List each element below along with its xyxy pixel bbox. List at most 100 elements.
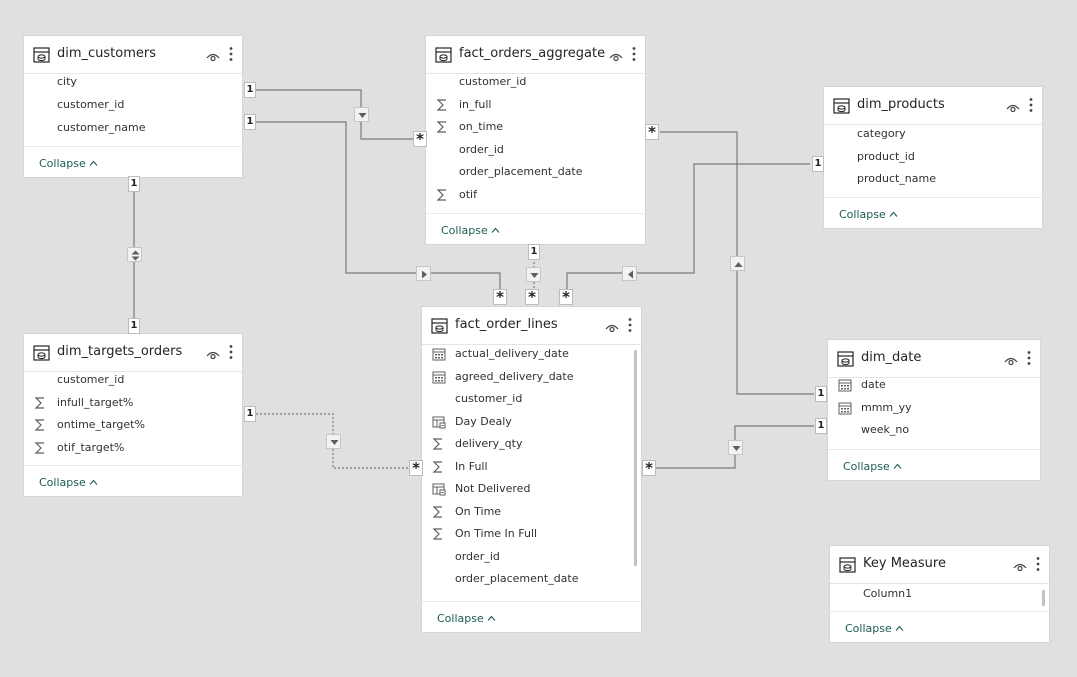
table-header[interactable]: dim_date	[828, 340, 1040, 378]
field-row[interactable]: product_id	[824, 147, 1030, 167]
collapse-button[interactable]: Collapse	[839, 207, 898, 221]
filter-direction-icon[interactable]	[729, 255, 745, 271]
relationship-line[interactable]	[256, 121, 501, 292]
field-row[interactable]: week_no	[828, 420, 1028, 440]
field-row[interactable]: customer_name	[24, 118, 230, 138]
filter-direction-icon[interactable]	[325, 433, 341, 449]
eye-icon[interactable]	[1006, 99, 1020, 113]
table-header[interactable]: dim_products	[824, 87, 1042, 125]
field-row[interactable]: Day Dealy	[422, 412, 629, 432]
eye-icon[interactable]	[1004, 352, 1018, 366]
field-row[interactable]: customer_id	[422, 389, 629, 409]
relationship-line[interactable]	[256, 89, 414, 140]
more-options-icon[interactable]	[632, 46, 636, 62]
more-options-icon[interactable]	[229, 344, 233, 360]
filter-direction-icon[interactable]	[621, 265, 637, 281]
field-row[interactable]: mmm_yy	[828, 398, 1028, 418]
more-options-icon[interactable]	[229, 46, 233, 62]
collapse-button[interactable]: Collapse	[845, 621, 904, 635]
sigma-icon	[432, 505, 446, 519]
field-row[interactable]: on_time	[426, 117, 633, 137]
cardinality-many: *	[493, 289, 507, 305]
filter-direction-icon[interactable]	[525, 266, 541, 282]
chevron-up-icon	[895, 621, 904, 631]
field-row[interactable]: On Time In Full	[422, 524, 629, 544]
more-options-icon[interactable]	[1027, 350, 1031, 366]
sigma-icon	[432, 437, 446, 451]
filter-direction-icon[interactable]	[727, 439, 743, 455]
field-row[interactable]: in_full	[426, 95, 633, 115]
filter-direction-icon[interactable]	[353, 106, 369, 122]
field-row[interactable]: otif	[426, 185, 633, 205]
table-title: dim_products	[857, 97, 945, 112]
collapse-button[interactable]: Collapse	[843, 459, 902, 473]
field-row[interactable]: order_id	[422, 547, 629, 567]
collapse-button[interactable]: Collapse	[437, 611, 496, 625]
eye-icon[interactable]	[605, 319, 619, 333]
field-row[interactable]: order_id	[426, 140, 633, 160]
cardinality-one: 1	[244, 114, 256, 130]
field-row[interactable]: category	[824, 124, 1030, 144]
field-row[interactable]: actual_delivery_date	[422, 344, 629, 364]
table-header[interactable]: fact_orders_aggregate	[426, 36, 645, 74]
filter-direction-icon[interactable]	[126, 246, 142, 262]
field-row[interactable]: ontime_target%	[24, 415, 230, 435]
field-row[interactable]: Column1	[830, 584, 1037, 604]
field-row[interactable]: infull_target%	[24, 393, 230, 413]
collapse-button[interactable]: Collapse	[39, 156, 98, 170]
field-row[interactable]: On Time	[422, 502, 629, 522]
table-header[interactable]: dim_customers	[24, 36, 242, 74]
field-row[interactable]: Not Delivered	[422, 479, 629, 499]
calendar-icon	[838, 378, 852, 392]
field-label: mmm_yy	[861, 400, 912, 414]
field-row[interactable]: otif_target%	[24, 438, 230, 458]
field-label: customer_id	[459, 75, 527, 88]
cardinality-many: *	[642, 460, 656, 476]
field-label: order_placement_date	[459, 165, 583, 178]
field-label: in_full	[459, 97, 492, 111]
more-options-icon[interactable]	[1029, 97, 1033, 113]
eye-icon[interactable]	[609, 48, 623, 62]
calendar-icon	[432, 370, 446, 384]
table-header[interactable]: fact_order_lines	[422, 307, 641, 345]
collapse-button[interactable]: Collapse	[441, 223, 500, 237]
field-row[interactable]: customer_id	[24, 95, 230, 115]
table-header[interactable]: dim_targets_orders	[24, 334, 242, 372]
eye-icon[interactable]	[206, 48, 220, 62]
collapse-button[interactable]: Collapse	[39, 475, 98, 489]
field-label: On Time In Full	[455, 527, 538, 540]
scrollbar[interactable]	[1042, 590, 1045, 606]
eye-icon[interactable]	[206, 346, 220, 360]
field-row[interactable]: order_placement_date	[422, 569, 629, 589]
field-row[interactable]: delivery_qty	[422, 434, 629, 454]
scrollbar[interactable]	[634, 350, 637, 566]
field-row[interactable]: city	[24, 72, 230, 92]
field-label: order_id	[455, 549, 500, 563]
eye-icon[interactable]	[1013, 558, 1027, 572]
more-options-icon[interactable]	[628, 317, 632, 333]
field-row[interactable]: order_placement_date	[426, 162, 633, 182]
field-row[interactable]: In Full	[422, 457, 629, 477]
field-row[interactable]: customer_id	[426, 72, 633, 92]
field-row[interactable]: agreed_delivery_date	[422, 367, 629, 387]
field-row[interactable]: date	[828, 375, 1028, 395]
cardinality-one: 1	[128, 318, 140, 334]
field-row[interactable]: product_name	[824, 169, 1030, 189]
sigma-icon	[436, 188, 450, 202]
table-header[interactable]: Key Measure	[830, 546, 1049, 584]
table-title: fact_order_lines	[455, 317, 558, 332]
field-label: Not Delivered	[455, 482, 531, 495]
relationship-line[interactable]	[566, 163, 810, 292]
field-row[interactable]: customer_id	[24, 370, 230, 390]
filter-direction-icon[interactable]	[415, 265, 431, 281]
more-options-icon[interactable]	[1036, 556, 1040, 572]
calendar-icon	[838, 401, 852, 415]
